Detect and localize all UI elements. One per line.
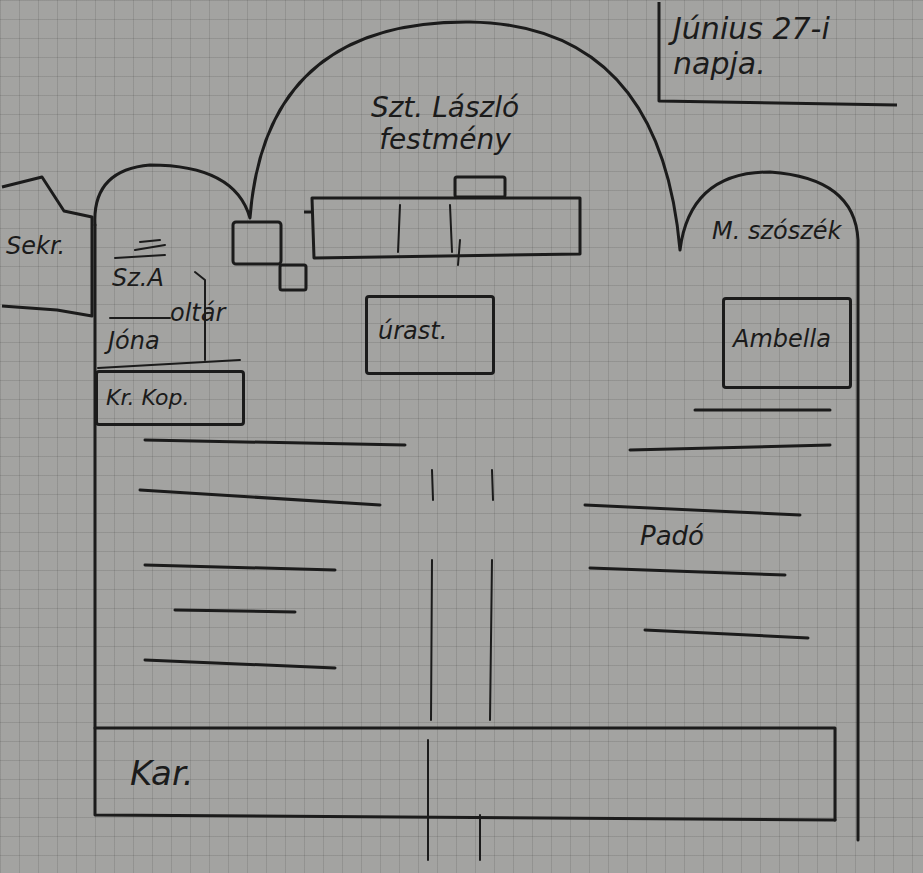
node-text: Június 27-i napja. [673, 12, 907, 81]
node-text: Kr. Kop. [106, 385, 190, 410]
plan-label: Padó [640, 522, 704, 552]
communion-table: úrast. [365, 295, 495, 375]
altar-dividers [398, 205, 452, 252]
note-mark [135, 240, 165, 250]
plan-label: Jóna [108, 328, 160, 356]
chapel-box: Kr. Kop. [95, 370, 245, 426]
pew-lines [140, 440, 405, 668]
sacristy: Sekr. [2, 175, 94, 320]
small-box [233, 222, 281, 264]
pulpit-box: Ambella [722, 297, 852, 389]
node-text: Szt. László festmény [304, 92, 586, 156]
pew-lines [585, 410, 830, 638]
node-text: Kar. [130, 754, 194, 793]
node-text: úrast. [378, 318, 447, 346]
node-text: Sekr. [6, 233, 65, 261]
chapel-lines [98, 255, 240, 368]
small-box [455, 177, 505, 197]
choir-band: Kar. [110, 742, 310, 812]
plan-label: Sz.A [112, 265, 164, 293]
church-outline [95, 22, 858, 840]
plan-label: M. szószék [712, 218, 842, 246]
altar-painting: Szt. László festmény [300, 92, 590, 260]
plan-label: oltár [170, 300, 225, 328]
small-box [280, 265, 306, 290]
date-note: Június 27-i napja. [655, 2, 917, 107]
kar-band [95, 728, 835, 820]
node-text: Ambella [733, 326, 831, 354]
